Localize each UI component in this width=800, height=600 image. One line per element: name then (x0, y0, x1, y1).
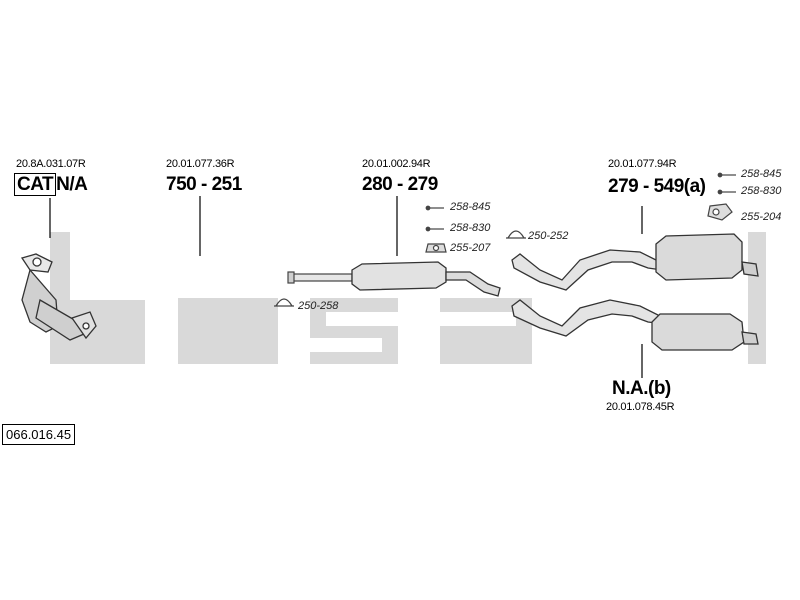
accessory-rear-bolt: 258-845 (741, 168, 782, 180)
oe-number-rear-b: 20.01.078.45R (606, 401, 675, 413)
clamp-icon-mid (506, 230, 526, 239)
catalytic-converter (20, 253, 97, 341)
bolt-icon-rear (717, 172, 736, 178)
front-pipe (287, 271, 353, 284)
rear-silencer-a (511, 233, 759, 291)
cat-part-number: N/A (56, 174, 88, 195)
bolt-icon (425, 205, 444, 211)
accessory-mid-clamp: 250-252 (528, 230, 569, 242)
spring-icon (425, 226, 444, 232)
accessory-mid-bolt: 258-845 (450, 201, 491, 213)
cat-badge: CAT (14, 173, 57, 196)
oe-number-rear-a: 20.01.077.94R (608, 158, 677, 170)
accessory-mid-spring: 258-830 (450, 222, 491, 234)
accessory-rear-hanger: 255-204 (741, 211, 782, 223)
part-number-front-pipe: 750 - 251 (166, 174, 242, 195)
part-number-rear-a: 279 - 549(a) (608, 176, 706, 197)
accessory-rear-spring: 258-830 (741, 185, 782, 197)
leader-lines (49, 196, 643, 378)
accessory-mid-gasket: 255-207 (450, 242, 491, 254)
oe-number-front-pipe: 20.01.077.36R (166, 158, 235, 170)
reference-code: 066.016.45 (2, 424, 76, 445)
spring-icon-rear (717, 189, 736, 195)
part-number-rear-b: N.A.(b) (612, 378, 671, 399)
gasket-icon (425, 243, 447, 253)
oe-number-middle-silencer: 20.01.002.94R (362, 158, 431, 170)
rear-silencer-b (511, 299, 759, 351)
middle-silencer (351, 261, 501, 297)
oe-number-cat: 20.8A.031.07R (16, 158, 86, 170)
hanger-icon (707, 203, 733, 221)
accessory-front-clamp: 250-258 (298, 300, 339, 312)
clamp-icon-front (274, 298, 294, 307)
part-number-middle-silencer: 280 - 279 (362, 174, 438, 195)
